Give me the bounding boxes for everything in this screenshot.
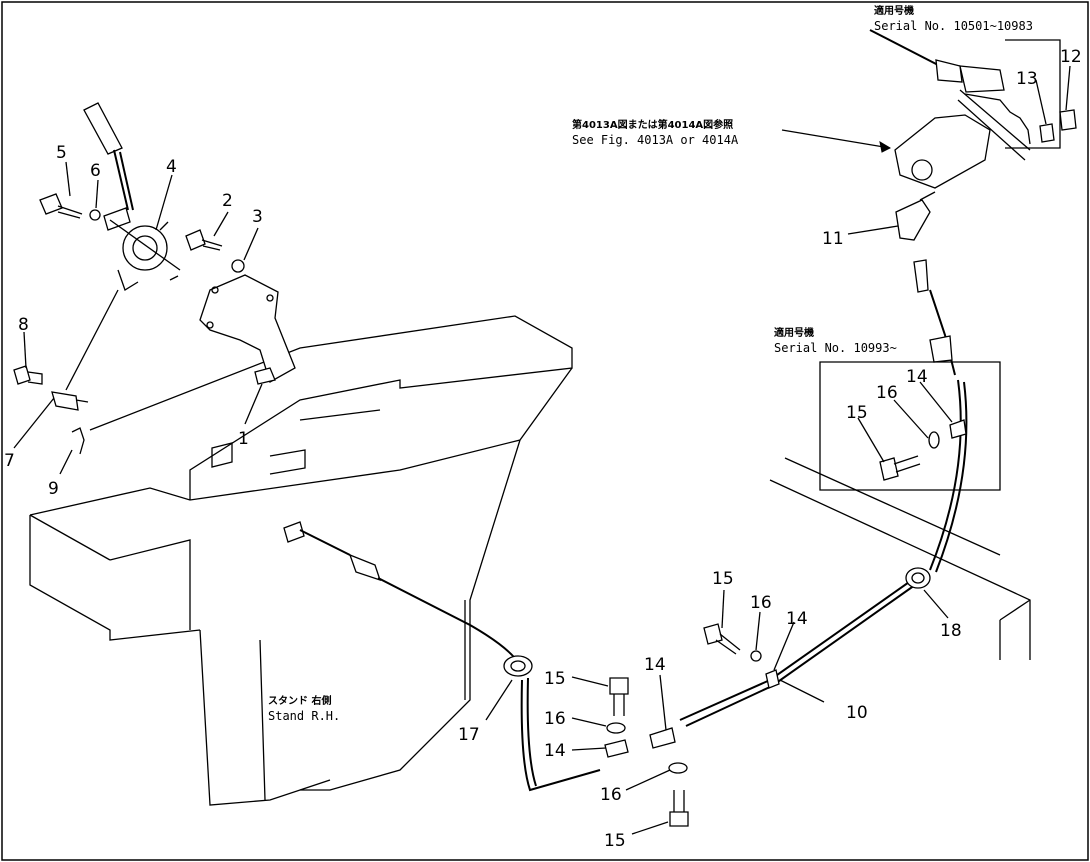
leader-lines bbox=[13, 65, 1071, 835]
callout-16-c: 16 bbox=[750, 593, 772, 613]
see-fig-jp: 第4013A図または第4014A図参照 bbox=[572, 118, 733, 131]
bolt-15-b bbox=[703, 623, 741, 655]
washer-6 bbox=[89, 209, 101, 221]
bolt-2 bbox=[185, 229, 223, 251]
callout-7: 7 bbox=[4, 451, 15, 471]
callout-15-a: 15 bbox=[544, 669, 566, 689]
lever-housing bbox=[122, 225, 168, 271]
bolt-15-a bbox=[609, 677, 629, 716]
notes: 適用号機 Serial No. 10501~10983 第4013A図または第4… bbox=[268, 4, 1033, 723]
transmission-linkage bbox=[869, 29, 1077, 241]
callout-14-c: 14 bbox=[786, 609, 808, 629]
washer-16-d bbox=[928, 431, 940, 449]
callout-14-a: 14 bbox=[544, 741, 566, 761]
callout-14-b: 14 bbox=[644, 655, 666, 675]
callout-4: 4 bbox=[166, 157, 177, 177]
callout-18: 18 bbox=[940, 621, 962, 641]
callout-1: 1 bbox=[238, 429, 249, 449]
serial-top-jp: 適用号機 bbox=[874, 4, 914, 17]
bolt-5 bbox=[39, 193, 83, 219]
callout-9: 9 bbox=[48, 479, 59, 499]
callout-labels: 1 2 3 4 5 6 7 8 9 10 11 12 13 14 15 16 1… bbox=[4, 47, 1082, 851]
callout-11: 11 bbox=[822, 229, 844, 249]
clamp-14-d bbox=[949, 419, 967, 439]
callout-17: 17 bbox=[458, 725, 480, 745]
serial-mid-jp: 適用号機 bbox=[774, 326, 814, 339]
grommet-18 bbox=[905, 567, 931, 589]
callout-16-d: 16 bbox=[876, 383, 898, 403]
callout-14-d: 14 bbox=[906, 367, 928, 387]
callout-5: 5 bbox=[56, 143, 67, 163]
callout-8: 8 bbox=[18, 315, 29, 335]
callout-15-b: 15 bbox=[712, 569, 734, 589]
grommet-17 bbox=[503, 655, 533, 677]
callout-12: 12 bbox=[1060, 47, 1082, 67]
joint-7 bbox=[51, 391, 89, 411]
housing bbox=[894, 114, 991, 189]
washer-16-c bbox=[750, 650, 762, 662]
callout-10: 10 bbox=[846, 703, 868, 723]
clamp-14-c bbox=[765, 669, 780, 689]
lower-right-plate bbox=[769, 457, 1031, 660]
see-fig: See Fig. 4013A or 4014A bbox=[572, 133, 739, 147]
bolt-15-c bbox=[669, 790, 689, 827]
callout-15-c: 15 bbox=[604, 831, 626, 851]
pin-9 bbox=[71, 427, 85, 455]
callout-16-a: 16 bbox=[544, 709, 566, 729]
bolt-15-d bbox=[879, 455, 921, 481]
serial-range-bracket-top bbox=[1005, 39, 1061, 149]
stand-body bbox=[29, 315, 573, 806]
bolt-8 bbox=[13, 365, 43, 385]
serial-top: Serial No. 10501~10983 bbox=[874, 19, 1033, 33]
bracket-1 bbox=[199, 274, 296, 385]
washer-3 bbox=[231, 259, 245, 273]
washer-16-b bbox=[668, 762, 688, 774]
see-fig-arrow bbox=[781, 129, 891, 149]
callout-13: 13 bbox=[1016, 69, 1038, 89]
callout-2: 2 bbox=[222, 191, 233, 211]
callout-6: 6 bbox=[90, 161, 101, 181]
washer-16-a bbox=[606, 722, 626, 734]
clamp-14-b bbox=[649, 727, 676, 749]
control-lever-assembly bbox=[83, 102, 181, 291]
lever-knob bbox=[83, 102, 123, 155]
callout-3: 3 bbox=[252, 207, 263, 227]
ball-joint-11 bbox=[895, 199, 931, 241]
callout-15-d: 15 bbox=[846, 403, 868, 423]
serial-mid: Serial No. 10993~ bbox=[774, 341, 897, 355]
clamp-14-a bbox=[604, 739, 629, 758]
serial-range-bracket-mid bbox=[819, 361, 1001, 491]
stand-jp: スタンド 右側 bbox=[268, 694, 331, 707]
stand-label: Stand R.H. bbox=[268, 709, 340, 723]
callout-16-b: 16 bbox=[600, 785, 622, 805]
nut-12 bbox=[1059, 109, 1077, 131]
nut-13 bbox=[1039, 123, 1055, 143]
